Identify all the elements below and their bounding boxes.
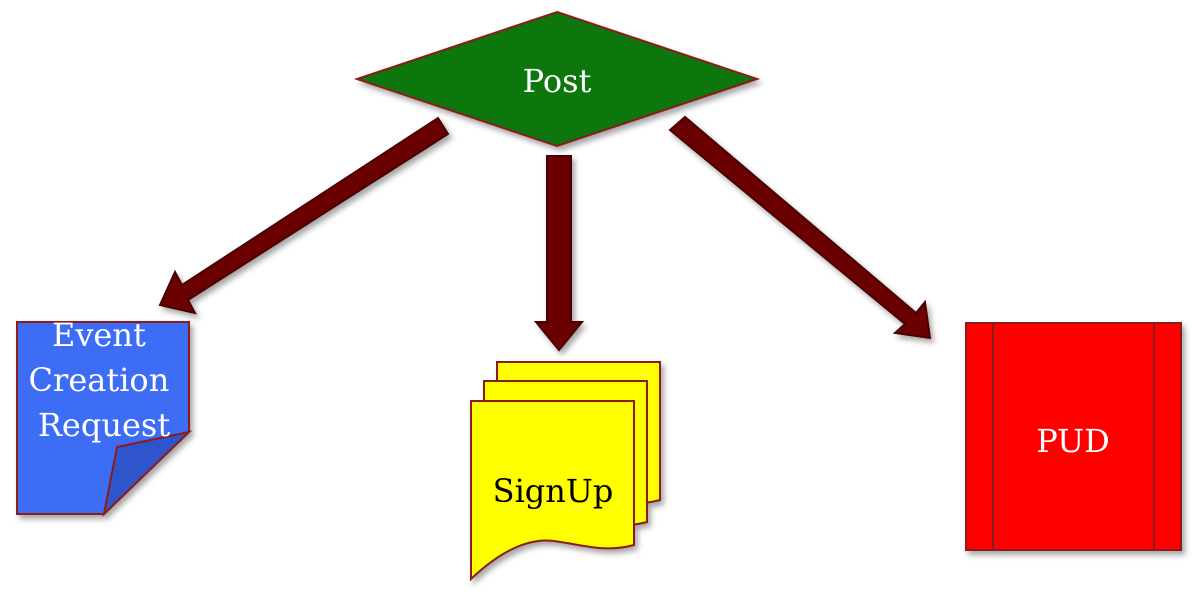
decision-post-label: Post <box>523 62 592 100</box>
pud-label: PUD <box>1036 422 1110 460</box>
arrow-to-event <box>158 116 450 315</box>
signup-node: SignUp <box>470 361 661 582</box>
svg-text:Event Creation Req: Event Creation Request <box>29 316 180 444</box>
signup-label: SignUp <box>493 472 614 510</box>
event-creation-request-node: Event Creation Request <box>16 316 193 517</box>
arrow-to-pud <box>668 115 932 340</box>
decision-post: Post <box>353 10 761 148</box>
event-label-line-2: Creation <box>29 361 170 399</box>
folded-corner-icon <box>102 430 193 517</box>
arrow-to-signup <box>533 155 585 352</box>
pud-node: PUD <box>965 322 1182 551</box>
event-label-line-3: Request <box>38 406 170 444</box>
event-label-line-1: Event <box>52 316 146 354</box>
